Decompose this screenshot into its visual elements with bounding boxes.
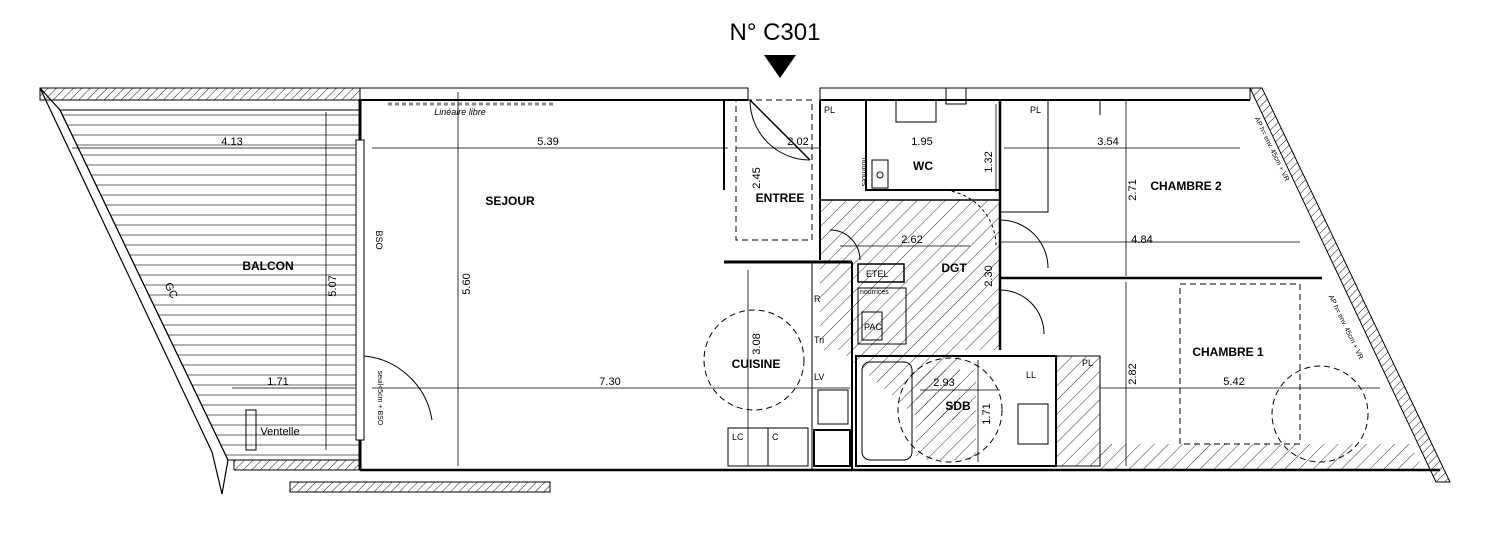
dim-wc-width: 1.95 xyxy=(911,136,932,148)
balcony-deck xyxy=(59,109,361,461)
pac-box xyxy=(857,287,907,345)
nourrices-label-wc: nourrices xyxy=(860,158,867,187)
etel-box xyxy=(857,263,905,283)
dim-balcon-small: 1.71 xyxy=(267,376,288,388)
etel-label: ETEL xyxy=(866,269,889,279)
bso-label: BSO xyxy=(374,230,384,249)
dim-wc-depth: 1.32 xyxy=(983,151,995,172)
kitchen-column xyxy=(813,429,851,467)
dim-sdb-depth: 1.71 xyxy=(981,403,993,424)
dim-dgt-depth: 2.30 xyxy=(983,265,995,286)
room-sdb: SDB xyxy=(945,399,971,413)
dim-chambre2-length: 4.84 xyxy=(1131,234,1152,246)
room-cuisine: CUISINE xyxy=(732,357,781,371)
wc-room xyxy=(865,99,1001,191)
kitchen-turning-circle xyxy=(703,309,805,411)
seuil-label: seuil<5cm + BSO xyxy=(376,371,383,426)
top-wall xyxy=(39,87,361,101)
balcony-window[interactable] xyxy=(355,139,365,441)
dim-sejour-length: 7.30 xyxy=(599,376,620,388)
room-dgt: DGT xyxy=(941,261,967,275)
dim-chambre1-width: 5.42 xyxy=(1223,376,1244,388)
pac-label: PAC xyxy=(864,322,882,332)
dim-balcon-width: 4.13 xyxy=(221,136,242,148)
pl-label-entree: PL xyxy=(824,105,835,115)
dim-entree-depth: 2.45 xyxy=(751,167,763,188)
dim-chambre1-depth: 2.82 xyxy=(1127,363,1139,384)
ll-label: LL xyxy=(1026,370,1036,380)
ventelle-vent xyxy=(245,409,257,451)
c-label: C xyxy=(772,432,779,442)
pl-label-chambre2: PL xyxy=(1030,105,1041,115)
right-slope-wall xyxy=(1249,87,1451,483)
bottom-wall-balcony xyxy=(233,459,361,471)
dim-chambre2-width: 3.54 xyxy=(1097,136,1118,148)
balcony-railing xyxy=(39,87,229,495)
chambre2-door-swing[interactable] xyxy=(999,219,1049,269)
dim-sdb-width: 2.93 xyxy=(933,377,954,389)
chambre1-closet-hatch xyxy=(1055,355,1101,467)
room-entree: ENTREE xyxy=(756,191,805,205)
wc-sink xyxy=(871,159,889,189)
room-wc: WC xyxy=(913,159,933,173)
tri-label: Tri xyxy=(814,335,824,345)
lineaire-libre-label: Linéaire libre xyxy=(434,107,486,117)
apartment-number: N° C301 xyxy=(730,19,821,46)
room-chambre2: CHAMBRE 2 xyxy=(1150,179,1222,193)
chambre2-closet xyxy=(999,99,1049,213)
dim-entree-width: 2.02 xyxy=(787,136,808,148)
kitchen-sink xyxy=(817,389,849,425)
lc-label: LC xyxy=(732,432,744,442)
bathtub xyxy=(861,361,913,461)
r-label: R xyxy=(814,294,821,304)
dgt-hatch xyxy=(820,200,1000,420)
front-door[interactable] xyxy=(749,99,811,161)
room-balcon: BALCON xyxy=(242,259,293,273)
sdb-sink xyxy=(1017,403,1049,445)
dim-sejour-depth: 5.60 xyxy=(461,273,473,294)
top-wall-sejour xyxy=(359,87,749,101)
top-wall-post xyxy=(945,87,967,105)
dgt-door-swing[interactable] xyxy=(829,229,861,261)
wc-toilet xyxy=(895,99,937,123)
dim-dgt-width: 2.62 xyxy=(901,234,922,246)
entree-area xyxy=(735,99,813,241)
top-wall-right xyxy=(819,87,1251,101)
bottom-wall-lower xyxy=(289,481,551,493)
chambre1-door-swing[interactable] xyxy=(999,289,1045,335)
dim-chambre2-depth: 2.71 xyxy=(1127,179,1139,200)
dimension-lines xyxy=(72,92,1380,466)
dim-sejour-width: 5.39 xyxy=(537,136,558,148)
balcony-door-swing[interactable] xyxy=(363,355,433,421)
front-door-swing[interactable] xyxy=(749,99,811,161)
sdb-turning-circle xyxy=(897,357,1003,463)
pl-label-chambre1: PL xyxy=(1082,358,1093,368)
entrance-arrow xyxy=(764,55,796,78)
chambre1-bottom-hatch xyxy=(1100,444,1424,470)
room-sejour: SEJOUR xyxy=(485,194,535,208)
dim-balcon-depth: 5.07 xyxy=(327,275,339,296)
dim-cuisine-depth: 3.08 xyxy=(751,333,763,354)
lv-label: LV xyxy=(814,372,824,382)
nourrices-label-etel: nourrices xyxy=(860,289,889,296)
bed-area xyxy=(1179,283,1301,445)
room-chambre1: CHAMBRE 1 xyxy=(1192,345,1264,359)
ventelle-label: Ventelle xyxy=(260,426,299,438)
